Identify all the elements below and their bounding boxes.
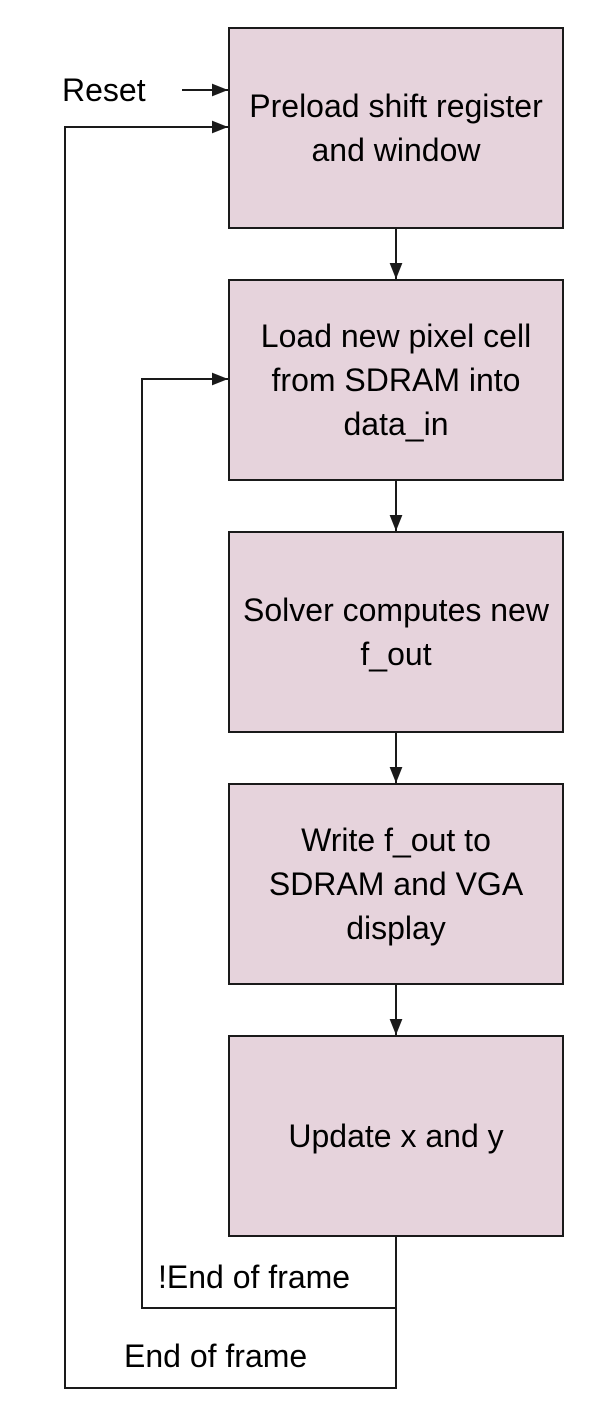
reset-label: Reset xyxy=(62,72,146,108)
step-solver-computes: Solver computes new f_out xyxy=(228,531,564,733)
step-preload-shift-register: Preload shift register and window xyxy=(228,27,564,229)
end-of-frame-loop-arrow xyxy=(64,120,397,1389)
not-end-of-frame-loop-arrow xyxy=(141,372,397,1309)
step-write-f-out: Write f_out to SDRAM and VGA display xyxy=(228,783,564,985)
not-end-of-frame-label: !End of frame xyxy=(158,1259,351,1295)
step-load-pixel-cell: Load new pixel cell from SDRAM into data… xyxy=(228,279,564,481)
step-update-x-y: Update x and y xyxy=(228,1035,564,1237)
end-of-frame-label: End of frame xyxy=(124,1338,308,1374)
